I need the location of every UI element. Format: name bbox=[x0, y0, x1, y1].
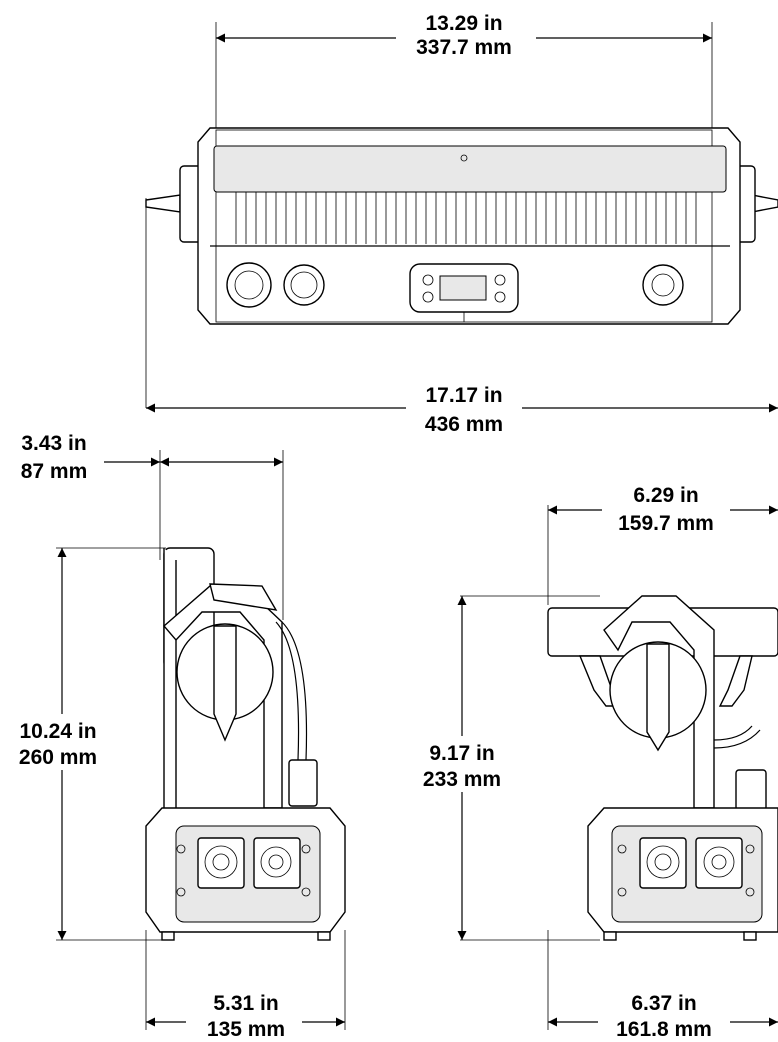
top-width-mm-label: 337.7 mm bbox=[416, 36, 512, 59]
yoke-height-mm-label: 233 mm bbox=[423, 768, 501, 791]
side-base-mm-label: 135 mm bbox=[207, 1018, 285, 1041]
yoke-base-in-label: 6.37 in bbox=[631, 992, 696, 1015]
side-depth-mm-label: 87 mm bbox=[21, 460, 88, 483]
yoke-height-in-label: 9.17 in bbox=[429, 742, 494, 765]
yoke-base-mm-label: 161.8 mm bbox=[616, 1018, 712, 1041]
yoke-width-mm-label: 159.7 mm bbox=[618, 512, 714, 535]
side-height-in-label: 10.24 in bbox=[19, 720, 96, 743]
overall-width-mm-label: 436 mm bbox=[425, 413, 503, 436]
side-depth-in-label: 3.43 in bbox=[21, 432, 86, 455]
side-height-mm-label: 260 mm bbox=[19, 746, 97, 769]
top-view-fixture bbox=[145, 22, 778, 408]
side-view-fixture bbox=[56, 450, 346, 1030]
yoke-view-fixture bbox=[460, 505, 778, 1030]
side-base-in-label: 5.31 in bbox=[213, 992, 278, 1015]
heat-sink-fins bbox=[235, 192, 697, 244]
overall-width-in-label: 17.17 in bbox=[425, 384, 502, 407]
yoke-width-in-label: 6.29 in bbox=[633, 484, 698, 507]
top-width-in-label: 13.29 in bbox=[425, 12, 502, 35]
